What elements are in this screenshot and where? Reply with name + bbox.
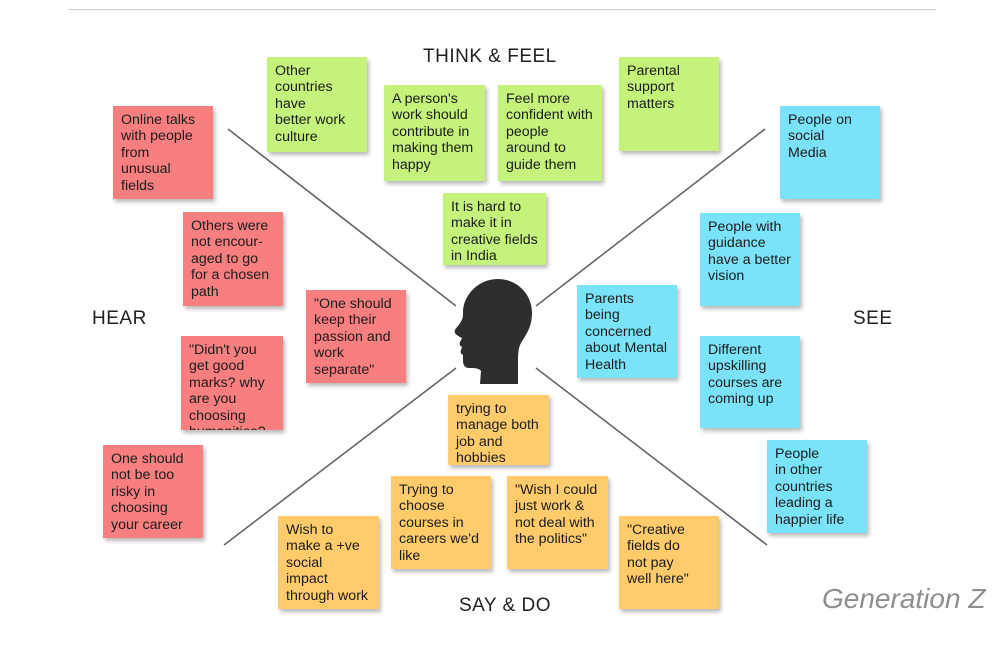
sticky-note-think-1: Other countries have better work culture [267,57,367,152]
sticky-note-say-5: "Creative fields do not pay well here" [619,516,719,609]
line-top-right [535,128,766,307]
sticky-note-hear-3: "One should keep their passion and work … [306,290,406,383]
sticky-note-see-4: Different upskilling courses are coming … [700,336,800,428]
sticky-note-see-3: Parents being concerned about Mental Hea… [577,285,677,378]
sticky-note-hear-2: Others were not encour- aged to go for a… [183,212,283,306]
see-label: SEE [853,308,893,329]
head-silhouette-icon [454,279,532,384]
sticky-note-see-2: People with guidance have a better visio… [700,213,800,306]
sticky-note-hear-1: Online talks with people from unusual fi… [113,106,213,199]
sticky-note-think-5: It is hard to make it in creative fields… [443,193,546,265]
line-bottom-left [223,367,457,546]
sticky-note-say-3: "Wish I could just work & not deal with … [507,476,608,569]
say-do-label: SAY & DO [459,595,551,616]
hear-label: HEAR [92,308,147,329]
generation-z-caption: Generation Z [822,583,986,614]
sticky-note-say-1: trying to manage both job and hobbies [448,395,549,465]
sticky-note-think-2: A person's work should contribute in mak… [384,85,485,181]
sticky-note-say-2: Trying to choose courses in careers we'd… [391,476,491,569]
sticky-note-think-4: Parental support matters [619,57,719,151]
sticky-note-see-1: People on social Media [780,106,880,199]
line-top-left [227,128,457,307]
line-bottom-right [535,367,768,546]
sticky-note-say-4: Wish to make a +ve social impact through… [278,516,379,609]
top-divider [68,9,936,10]
sticky-note-see-5: People in other countries leading a happ… [767,440,867,533]
sticky-note-hear-5: One should not be too risky in choosing … [103,445,203,538]
sticky-note-hear-4: "Didn't you get good marks? why are you … [181,336,283,430]
sticky-note-think-3: Feel more confident with people around t… [498,85,602,181]
think-feel-label: THINK & FEEL [423,46,557,67]
